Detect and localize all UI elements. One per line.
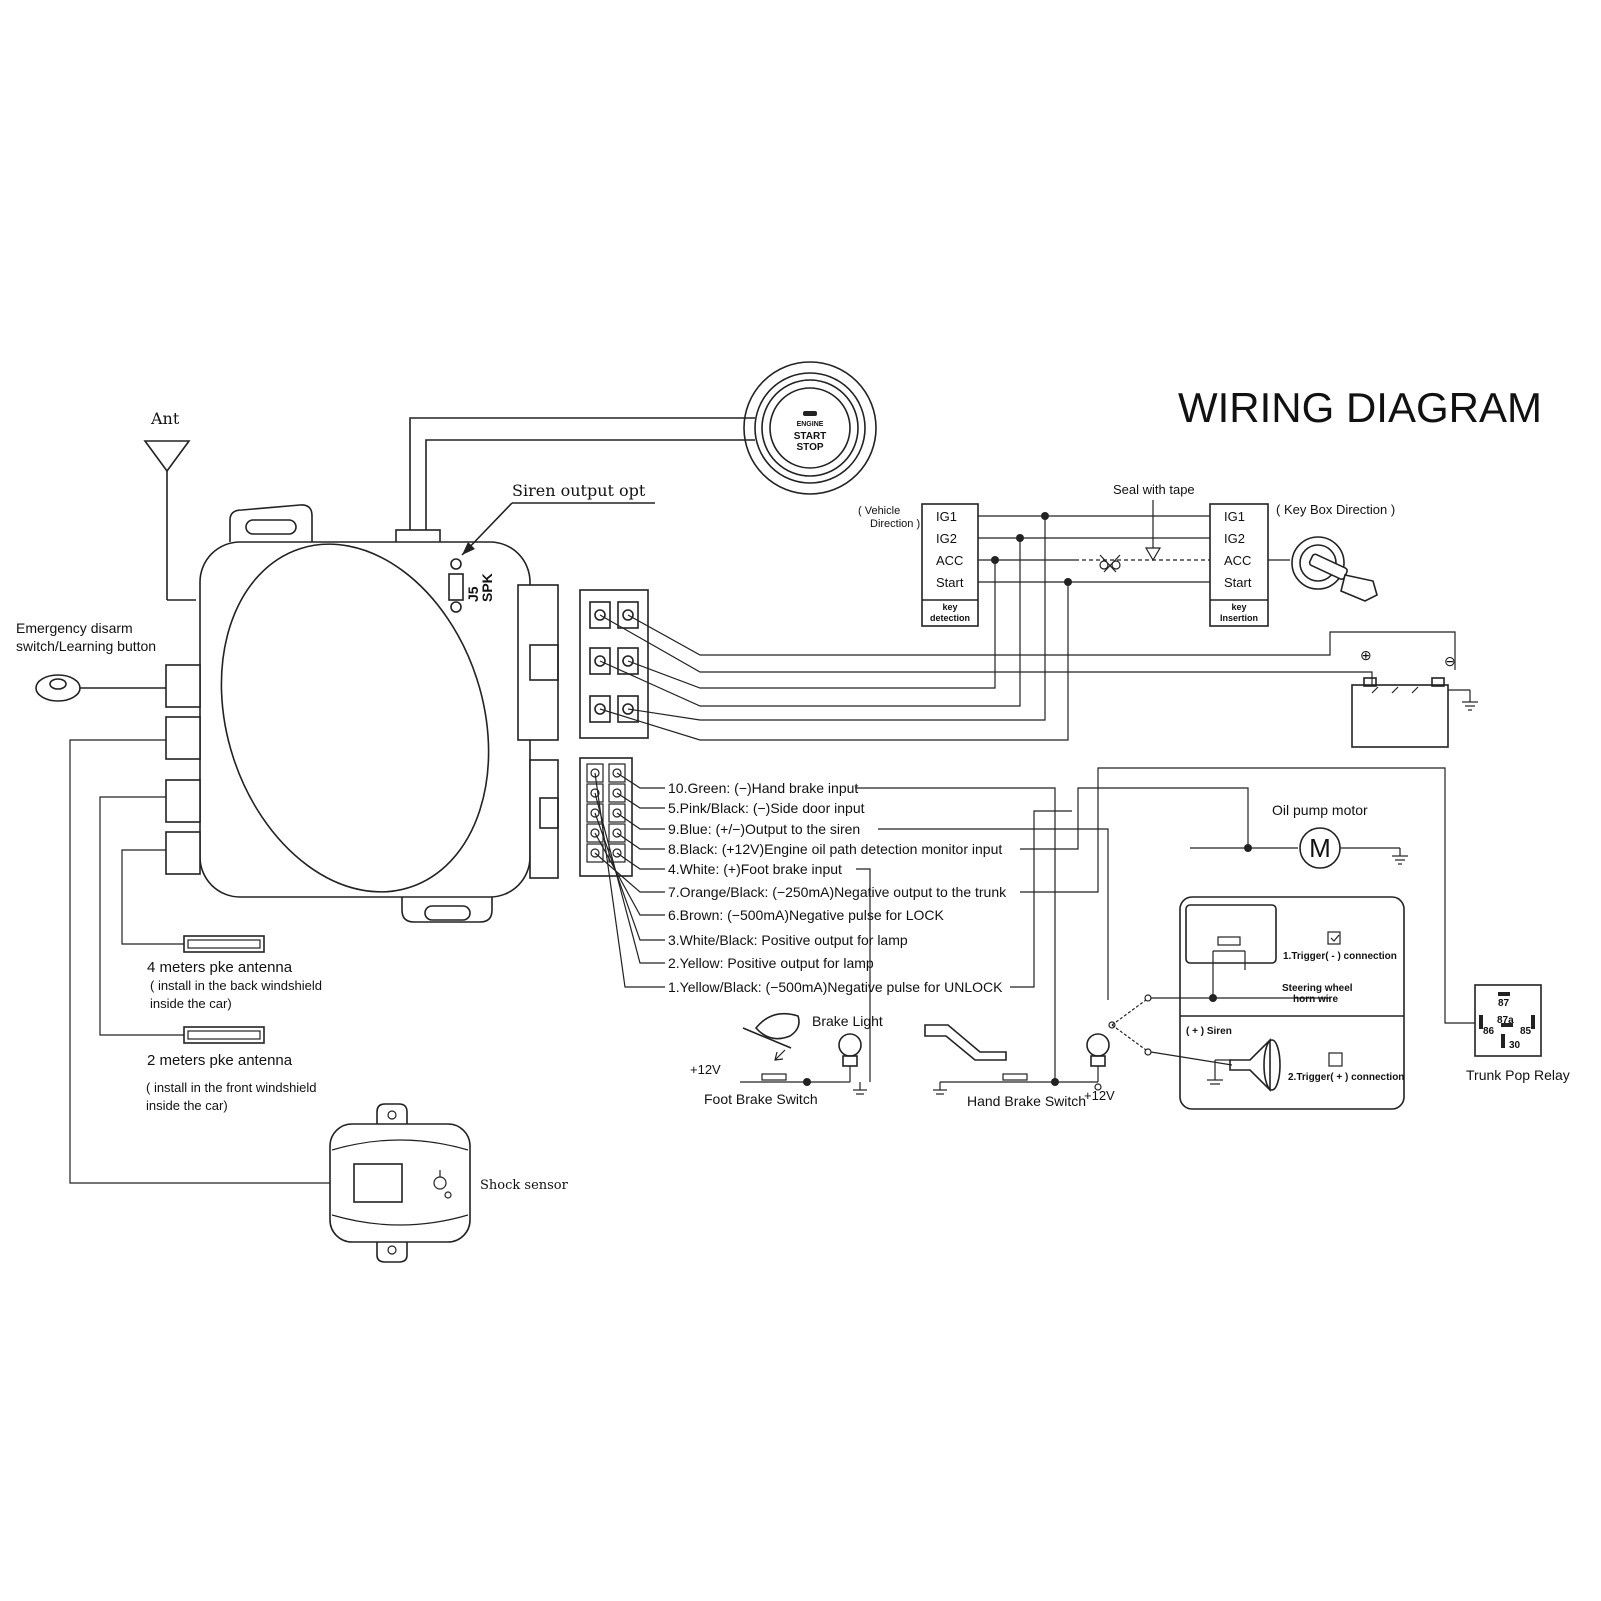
left-start: Start (936, 575, 964, 590)
scissors-icon (1099, 554, 1121, 573)
wire-label: 10.Green: (−)Hand brake input (668, 780, 858, 796)
key-box-direction: ( Key Box Direction ) (1276, 502, 1395, 517)
foot-brake-icon (740, 1012, 867, 1095)
trigger-1-label: 1.Trigger( - ) connection (1283, 951, 1397, 962)
left-foot-2: detection (930, 613, 970, 623)
wire-runs (855, 767, 1475, 1082)
battery-icon (1351, 677, 1478, 748)
siren-label: ( + ) Siren (1186, 1026, 1232, 1037)
diagram-title: WIRING DIAGRAM (1178, 384, 1542, 431)
ignition-connector (579, 589, 649, 739)
brake-light-label: Brake Light (812, 1013, 883, 1029)
left-acc: ACC (936, 553, 963, 568)
wire-label: 3.White/Black: Positive output for lamp (668, 932, 908, 948)
relay-87a: 87a (1497, 1015, 1514, 1026)
antenna-label: Ant (150, 409, 180, 428)
j5-label: J5 (465, 586, 481, 602)
wire-label: 5.Pink/Black: (−)Side door input (668, 800, 865, 816)
wire-label: 6.Brown: (−500mA)Negative pulse for LOCK (668, 907, 945, 923)
foot-brake-12v: +12V (690, 1062, 721, 1077)
oil-pump-label: Oil pump motor (1272, 802, 1368, 818)
ignition-switch-left (921, 503, 979, 627)
pke-antenna-4m-icon (183, 935, 265, 953)
start-button-cable (409, 417, 730, 530)
emergency-label-2: switch/Learning button (16, 638, 156, 654)
right-start: Start (1224, 575, 1252, 590)
antenna-icon (143, 440, 196, 601)
siren-output-label: Siren output opt (512, 481, 646, 500)
foot-brake-label: Foot Brake Switch (704, 1091, 818, 1107)
wire-label: 9.Blue: (+/−)Output to the siren (668, 821, 860, 837)
motor-symbol: M (1309, 833, 1331, 863)
shock-sensor-label: Shock sensor (480, 1178, 569, 1193)
wire-label: 4.White: (+)Foot brake input (668, 861, 842, 877)
antenna-wires (69, 739, 330, 1184)
start-button-engine: ENGINE (797, 421, 824, 428)
start-stop-button-icon (743, 361, 877, 495)
right-acc: ACC (1224, 553, 1251, 568)
antenna-2m-line1: ( install in the front windshield (146, 1080, 317, 1095)
hand-brake-label: Hand Brake Switch (967, 1093, 1086, 1109)
relay-85: 85 (1520, 1026, 1532, 1037)
relay-30: 30 (1509, 1040, 1521, 1051)
right-foot-1: key (1231, 602, 1246, 612)
battery-plus: ⊕ (1360, 647, 1372, 663)
right-ig1: IG1 (1224, 509, 1245, 524)
right-ig2: IG2 (1224, 531, 1245, 546)
antenna-4m-title: 4 meters pke antenna (147, 959, 293, 976)
seal-label: Seal with tape (1113, 482, 1195, 497)
horn-label-1: Steering wheel (1282, 983, 1353, 994)
ignition-wires (599, 516, 1456, 741)
antenna-2m-line2: inside the car) (146, 1098, 228, 1113)
trigger-panel (1108, 896, 1405, 1110)
left-ig2: IG2 (936, 531, 957, 546)
wire-leaders (594, 772, 665, 988)
emergency-button-icon (35, 674, 166, 702)
relay-87: 87 (1498, 998, 1510, 1009)
horn-label-2: horn wire (1293, 994, 1338, 1005)
right-foot-2: Insertion (1220, 613, 1258, 623)
control-unit (165, 504, 559, 923)
antenna-4m-line1: ( install in the back windshield (150, 978, 322, 993)
vehicle-direction-2: Direction ) (870, 518, 920, 530)
emergency-label-1: Emergency disarm (16, 620, 133, 636)
battery-minus: ⊖ (1444, 653, 1456, 669)
hand-brake-12v: +12V (1084, 1088, 1115, 1103)
wire-label: 8.Black: (+12V)Engine oil path detection… (668, 841, 1002, 857)
left-ig1: IG1 (936, 509, 957, 524)
relay-label: Trunk Pop Relay (1466, 1067, 1570, 1083)
oil-pump-motor-icon (1190, 827, 1408, 869)
left-foot-1: key (942, 602, 957, 612)
ignition-switch-right (1209, 503, 1269, 627)
trigger-2-label: 2.Trigger( + ) connection (1288, 1072, 1404, 1083)
antenna-4m-line2: inside the car) (150, 996, 232, 1011)
antenna-2m-title: 2 meters pke antenna (147, 1052, 293, 1069)
hand-brake-icon (924, 1024, 1110, 1095)
wire-label: 1.Yellow/Black: (−500mA)Negative pulse f… (668, 979, 1003, 995)
relay-86: 86 (1483, 1026, 1495, 1037)
start-button-start: START (794, 431, 827, 442)
spk-label: SPK (479, 573, 495, 602)
start-button-stop: STOP (796, 442, 823, 453)
trunk-relay-icon (1474, 984, 1542, 1057)
pke-antenna-2m-icon (183, 1026, 265, 1044)
wire-label: 2.Yellow: Positive output for lamp (668, 955, 874, 971)
shock-sensor-icon (329, 1103, 471, 1263)
wire-label: 7.Orange/Black: (−250mA)Negative output … (668, 884, 1007, 900)
key-cylinder-icon (1291, 536, 1378, 602)
vehicle-direction-1: ( Vehicle (858, 505, 900, 517)
